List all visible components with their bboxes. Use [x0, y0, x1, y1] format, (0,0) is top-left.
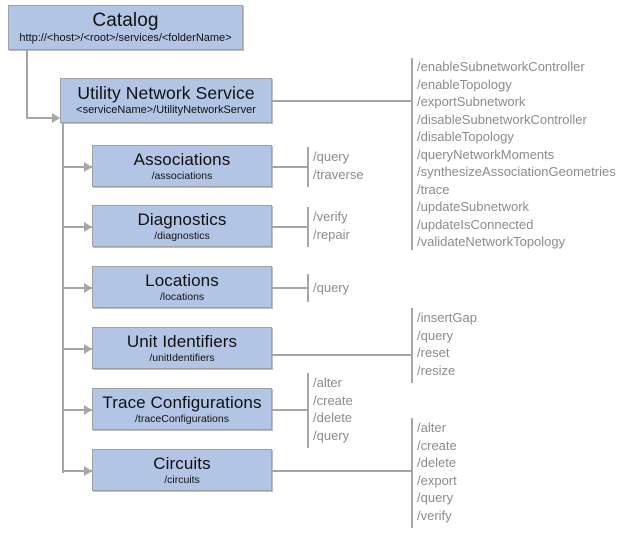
node-circuits-path: /circuits: [164, 473, 200, 486]
operation-item: /query: [417, 327, 454, 343]
arrow-to-unit-identifiers: [84, 344, 92, 354]
connector-trunk-to-circuits: [62, 470, 92, 472]
connector-service-to-operations: [272, 100, 411, 102]
arrow-to-diagnostics: [84, 222, 92, 232]
operation-item: /alter: [313, 375, 342, 390]
arrow-catalog-to-service: [52, 113, 60, 123]
operation-item: /resize: [417, 362, 456, 378]
operation-item: /insertGap: [417, 310, 477, 325]
connector-trunk-to-locations: [62, 287, 92, 289]
connector-trunk-to-diagnostics: [62, 226, 92, 228]
node-unit-identifiers-path: /unitIdentifiers: [149, 351, 215, 364]
operation-item: /export: [417, 472, 457, 488]
node-catalog[interactable]: Catalog http://<host>/<root>/services/<f…: [8, 5, 243, 50]
connector-trace-configurations-to-operations: [272, 409, 308, 411]
operation-item: /disableSubnetworkController: [417, 111, 587, 127]
operation-item: /validateNetworkTopology: [417, 234, 566, 249]
operations-list-locations: /query: [313, 279, 349, 297]
node-locations[interactable]: Locations /locations: [92, 266, 272, 308]
connector-trunk-to-trace-configurations: [62, 409, 92, 411]
node-circuits-title: Circuits: [153, 453, 211, 473]
connector-associations-to-operations: [272, 166, 308, 168]
operation-item: /repair: [313, 226, 350, 242]
connector-trunk-to-unit-identifiers: [62, 348, 92, 350]
node-diagnostics[interactable]: Diagnostics /diagnostics: [92, 205, 272, 247]
operation-item: /query: [313, 427, 350, 443]
operation-item: /query: [313, 149, 350, 164]
operation-item: /updateSubnetwork: [417, 199, 530, 214]
operation-item: /verify: [313, 209, 348, 224]
operation-item: /traverse: [313, 166, 364, 182]
operations-list-service: /enableSubnetworkController /enableTopol…: [417, 58, 616, 251]
node-unit-identifiers-title: Unit Identifiers: [126, 331, 238, 351]
operation-item: /delete: [313, 410, 353, 425]
operations-bar-locations: [307, 274, 309, 302]
connector-trunk-to-associations: [62, 166, 92, 168]
operations-bar-circuits: [411, 418, 413, 528]
operation-item: /delete: [417, 455, 457, 470]
node-diagnostics-path: /diagnostics: [154, 229, 210, 242]
node-service-path: <serviceName>/UtilityNetworkServer: [76, 104, 256, 116]
arrow-to-locations: [84, 283, 92, 293]
arrow-to-circuits: [84, 466, 92, 476]
connector-locations-to-operations: [272, 287, 308, 289]
operation-item: /trace: [417, 181, 450, 197]
node-catalog-title: Catalog: [92, 10, 159, 31]
operations-list-associations: /query /traverse: [313, 148, 364, 183]
node-associations-title: Associations: [133, 149, 231, 169]
node-catalog-path: http://<host>/<root>/services/<folderNam…: [19, 32, 232, 44]
operation-item: /verify: [417, 507, 452, 523]
node-diagnostics-title: Diagnostics: [137, 209, 227, 229]
operation-item: /reset: [417, 345, 450, 360]
operation-item: /query: [313, 280, 350, 295]
node-associations-path: /associations: [151, 169, 213, 182]
node-service-title: Utility Network Service: [77, 83, 255, 103]
arrow-to-associations: [84, 162, 92, 172]
operation-item: /enableSubnetworkController: [417, 59, 585, 74]
operation-item: /create: [417, 437, 457, 453]
connector-catalog-to-service: [26, 117, 52, 119]
node-associations[interactable]: Associations /associations: [92, 145, 272, 187]
operation-item: /create: [313, 392, 353, 408]
operations-bar-unit-identifiers: [411, 308, 413, 383]
connector-service-trunk: [62, 123, 64, 473]
operations-list-diagnostics: /verify /repair: [313, 208, 350, 243]
node-locations-title: Locations: [145, 270, 219, 290]
operation-item: /updateIsConnected: [417, 216, 534, 232]
node-circuits[interactable]: Circuits /circuits: [92, 449, 272, 491]
node-unit-identifiers[interactable]: Unit Identifiers /unitIdentifiers: [92, 327, 272, 369]
operation-item: /queryNetworkMoments: [417, 146, 555, 162]
node-trace-configurations[interactable]: Trace Configurations /traceConfiguration…: [92, 388, 272, 430]
operations-list-circuits: /alter /create /delete /export /query /v…: [417, 419, 457, 524]
arrow-to-trace-configurations: [84, 405, 92, 415]
node-utility-network-service[interactable]: Utility Network Service <serviceName>/Ut…: [60, 78, 272, 123]
operations-bar-trace-configurations: [307, 373, 309, 448]
operations-bar-diagnostics: [307, 207, 309, 247]
operation-item: /exportSubnetwork: [417, 94, 526, 109]
operations-bar-service: [411, 58, 413, 250]
node-trace-configurations-path: /traceConfigurations: [135, 412, 229, 425]
operations-list-trace-configurations: /alter /create /delete /query: [313, 374, 353, 444]
operations-list-unit-identifiers: /insertGap /query /reset /resize: [417, 309, 477, 379]
node-locations-path: /locations: [159, 290, 205, 303]
operation-item: /enableTopology: [417, 76, 512, 92]
connector-diagnostics-to-operations: [272, 226, 308, 228]
node-trace-configurations-title: Trace Configurations: [102, 392, 262, 412]
operation-item: /synthesizeAssociationGeometries: [417, 164, 616, 179]
operation-item: /alter: [417, 420, 446, 435]
connector-unit-identifiers-to-operations: [272, 354, 411, 356]
operations-bar-associations: [307, 147, 309, 187]
operation-item: /disableTopology: [417, 129, 514, 144]
connector-circuits-to-operations: [272, 470, 411, 472]
operation-item: /query: [417, 490, 454, 505]
connector-catalog-drop: [26, 50, 28, 118]
